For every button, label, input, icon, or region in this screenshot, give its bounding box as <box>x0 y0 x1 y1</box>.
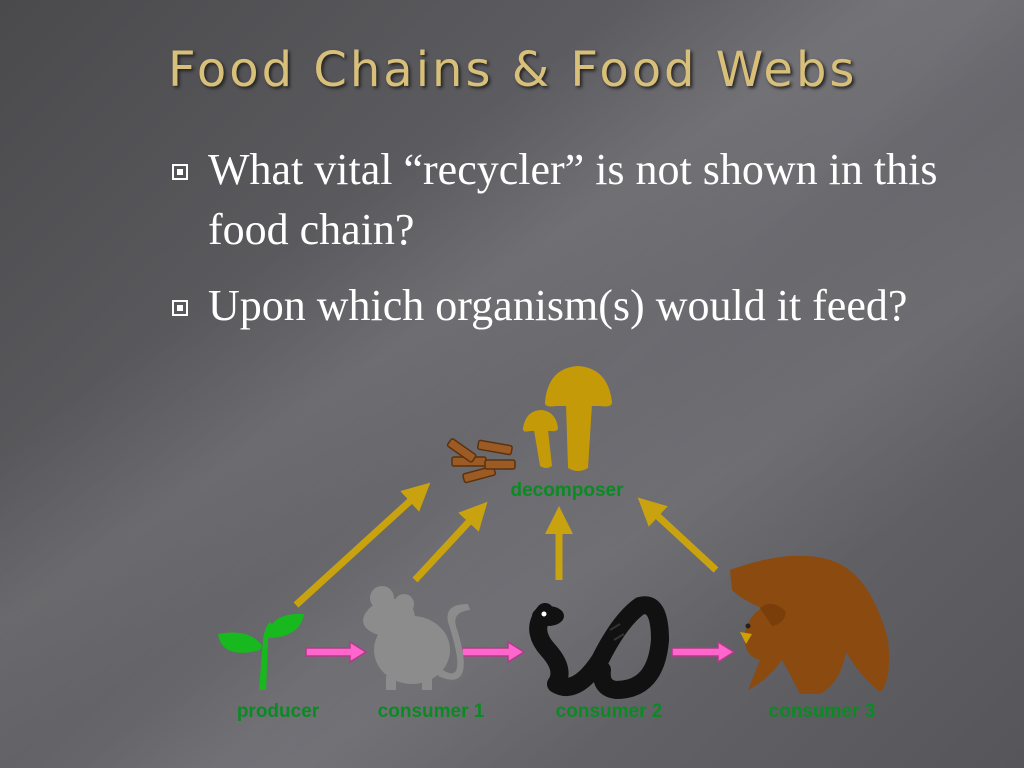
bullet-square-icon <box>172 164 188 180</box>
arrows-to-decomposer <box>293 482 719 608</box>
arrow-consumer1-to-decomposer <box>412 501 488 583</box>
bullet-text: Upon which organism(s) would it feed? <box>208 281 908 330</box>
arrow-consumer1-to-consumer2 <box>461 640 526 664</box>
bullet-text: What vital “recycler” is not shown in th… <box>208 145 938 254</box>
mushroom-icon <box>522 366 612 471</box>
sprout-icon <box>218 613 304 690</box>
consumer3-label: consumer 3 <box>769 701 876 722</box>
producer-label: producer <box>237 701 320 722</box>
arrow-producer-to-consumer1 <box>305 640 368 664</box>
consumer2-label: consumer 2 <box>556 701 663 722</box>
chain-arrows <box>305 640 736 664</box>
slide-title: Food Chains & Food Webs <box>168 42 858 98</box>
bullet-list: What vital “recycler” is not shown in th… <box>168 140 968 352</box>
logs-icon <box>446 438 516 484</box>
arrow-consumer3-to-decomposer <box>637 497 719 573</box>
eagle-icon <box>730 555 889 694</box>
bullet-item: Upon which organism(s) would it feed? <box>168 276 968 336</box>
bullet-square-icon <box>172 300 188 316</box>
mouse-icon <box>363 586 470 690</box>
arrow-consumer2-to-consumer3 <box>671 640 736 664</box>
snake-icon <box>529 596 670 700</box>
arrow-producer-to-decomposer <box>293 482 431 608</box>
consumer1-label: consumer 1 <box>378 701 485 722</box>
decomposer-label: decomposer <box>511 480 625 501</box>
bullet-item: What vital “recycler” is not shown in th… <box>168 140 968 260</box>
